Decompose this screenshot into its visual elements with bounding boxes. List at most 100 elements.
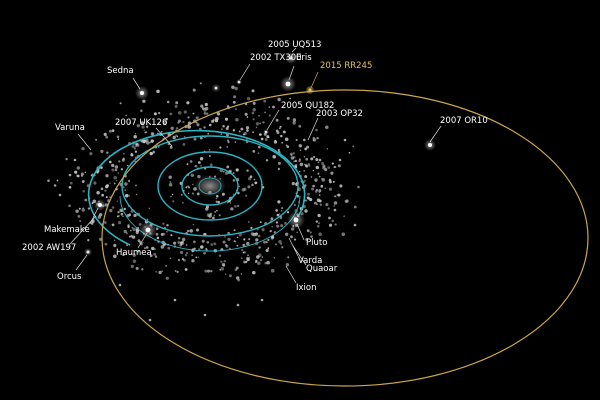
kbo-dot: [190, 173, 195, 178]
kbo-dot: [285, 232, 289, 236]
kbo-dot: [222, 240, 226, 244]
label-2007-or10: 2007 OR10: [440, 116, 488, 126]
kbo-dot: [296, 195, 300, 198]
kbo-dot: [234, 108, 237, 111]
kbo-dot: [246, 96, 251, 101]
kbo-dot: [153, 252, 157, 256]
kbo-dot: [268, 114, 271, 117]
kbo-dot: [111, 163, 115, 168]
kbo-dot: [205, 248, 208, 250]
kbo-dot: [236, 276, 240, 280]
kbo-dot: [327, 166, 330, 169]
kbo-dot: [273, 257, 276, 259]
kbo-dot: [227, 140, 230, 144]
kbo-dot: [56, 179, 59, 182]
kbo-dot: [115, 179, 118, 182]
kbo-dot: [254, 261, 258, 264]
kbo-dot: [125, 114, 128, 117]
kbo-dot: [157, 111, 161, 115]
kbo-dot: [267, 247, 270, 250]
kbo-dot: [261, 256, 264, 258]
kbo-dot: [304, 209, 308, 213]
orcus-dot: [86, 250, 90, 254]
kbo-dot: [130, 235, 133, 238]
kbo-dot: [207, 132, 210, 135]
kbo-dot: [196, 228, 199, 232]
kbo-dot: [270, 268, 275, 273]
kbo-dot: [305, 157, 309, 161]
kbo-dot: [140, 109, 143, 112]
kbo-dot: [156, 89, 160, 94]
kbo-dot: [224, 171, 229, 175]
kbo-dot: [252, 118, 255, 121]
kbo-dot: [210, 270, 213, 273]
kbo-dot: [123, 207, 127, 211]
kbo-dot: [242, 251, 245, 254]
kbo-dot: [122, 215, 124, 218]
kbo-dot: [106, 151, 109, 154]
kbo-dot: [203, 112, 207, 115]
kbo-dot: [219, 146, 222, 149]
kbo-dot: [227, 231, 230, 235]
kbo-dot: [236, 303, 240, 307]
kbo-dot: [191, 183, 194, 186]
rr245-leader: [310, 71, 319, 89]
kbo-dot: [240, 127, 244, 131]
body-dot: [214, 86, 218, 90]
kbo-dot: [197, 256, 200, 258]
kbo-dot: [124, 189, 127, 191]
kbo-dot: [220, 260, 223, 263]
kbo-dot: [195, 121, 198, 124]
kbo-dot: [232, 100, 236, 104]
kbo-dot: [168, 182, 173, 187]
kbo-dot: [306, 229, 310, 233]
kbo-dot: [204, 102, 208, 107]
kbo-dot: [177, 121, 180, 124]
sedna-leader: [132, 77, 141, 90]
kbo-dot: [298, 144, 302, 148]
leader-lines: [69, 47, 442, 284]
label-2005-uq513: 2005 UQ513: [268, 40, 322, 50]
kbo-dot: [334, 223, 337, 226]
kbo-dot: [258, 114, 261, 117]
kbo-dot: [185, 186, 188, 189]
kbo-dot: [123, 229, 127, 234]
kbo-dot: [131, 145, 135, 149]
kbo-dot: [130, 152, 133, 155]
kbo-dot: [295, 138, 298, 142]
kbo-dot: [331, 162, 334, 165]
kbo-dot: [249, 175, 253, 178]
kbo-dot: [326, 148, 329, 150]
kbo-dot: [234, 86, 238, 91]
kbo-dot: [298, 159, 301, 163]
kbo-dot: [337, 193, 341, 197]
kbo-dot: [199, 136, 203, 140]
kbo-dot: [142, 99, 146, 103]
kbo-dot: [149, 254, 153, 258]
label-2003-op32: 2003 OP32: [316, 109, 363, 119]
kbo-dot: [278, 213, 281, 215]
label-haumea: Haumea: [116, 248, 152, 258]
kbo-dot: [219, 268, 222, 271]
kbo-dot: [243, 238, 246, 241]
kbo-dot: [322, 164, 326, 168]
kbo-dot: [164, 119, 168, 123]
kbo-dot: [204, 269, 208, 273]
kbo-dot: [198, 161, 201, 164]
kbo-dot: [185, 244, 188, 246]
kbo-dot: [160, 245, 165, 249]
kbo-dot: [259, 221, 262, 224]
kbo-dot: [259, 258, 263, 262]
kbo-dot: [317, 172, 320, 175]
kbo-dot: [227, 139, 229, 142]
kbo-dot: [122, 152, 125, 155]
kbo-dot: [111, 206, 115, 209]
kbo-dot: [103, 221, 107, 224]
kbo-dot: [183, 258, 186, 262]
kbo-dot: [173, 241, 177, 245]
kbo-dot: [255, 238, 259, 242]
kbo-dot: [275, 129, 279, 133]
kbo-dot: [184, 268, 188, 271]
varuna-leader: [77, 133, 92, 151]
